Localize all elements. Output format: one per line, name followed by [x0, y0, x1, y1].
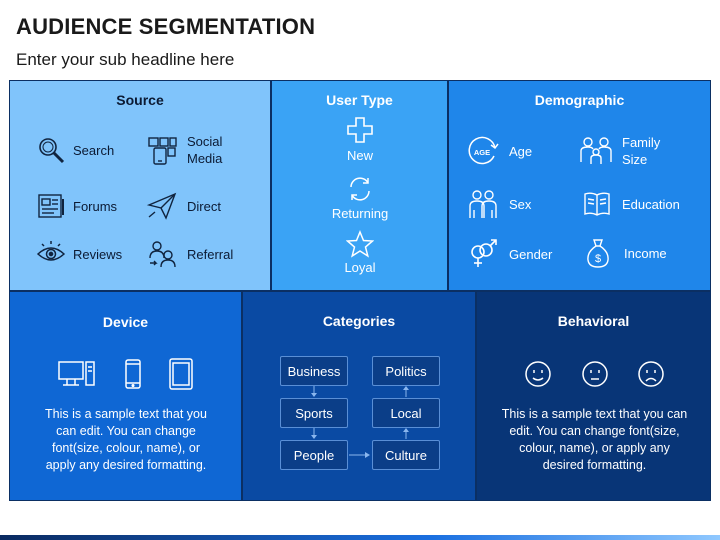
source-label-direct: Direct	[187, 198, 221, 214]
search-icon	[39, 138, 65, 164]
behavioral-title: Behavioral	[557, 313, 630, 329]
couple-icon	[469, 190, 497, 218]
demographic-item-sex: Sex	[467, 188, 531, 220]
star-icon	[346, 230, 374, 258]
user-type-label-new: New	[346, 148, 373, 163]
age-icon: AGE	[468, 136, 499, 165]
user-type-label-loyal: Loyal	[344, 260, 376, 275]
neutral-face-icon	[582, 361, 608, 387]
category-box-local: Local	[372, 398, 440, 428]
demographic-label-age: Age	[509, 143, 533, 159]
demographic-title: Demographic	[534, 92, 625, 108]
eye-icon	[36, 241, 66, 261]
source-label-social-media: Social Media	[187, 134, 223, 166]
user-type-label-returning: Returning	[331, 206, 389, 221]
referral-people-icon	[149, 241, 176, 268]
paper-plane-icon	[146, 192, 177, 220]
source-label-referral: Referral	[187, 246, 234, 262]
source-item-social-media: Social Media	[146, 133, 222, 167]
source-item-direct: Direct	[146, 191, 221, 221]
source-panel: Source Search Social Media Forums Direct	[9, 80, 271, 291]
category-box-culture: Culture	[372, 440, 440, 470]
demographic-item-family-size: Family Size	[579, 134, 660, 168]
demographic-label-education: Education	[622, 196, 680, 212]
category-flow-arrows	[311, 386, 409, 458]
category-box-sports: Sports	[280, 398, 348, 428]
categories-panel: Categories Business Politics Sports Loca…	[242, 291, 476, 501]
plus-icon	[347, 117, 373, 143]
demographic-item-income: $ Income	[585, 237, 667, 269]
source-title: Source	[116, 92, 164, 108]
source-label-forums: Forums	[73, 198, 118, 214]
demographic-label-gender: Gender	[509, 246, 553, 262]
category-box-business: Business	[280, 356, 348, 386]
svg-text:AGE: AGE	[474, 148, 490, 157]
tablet-icon	[169, 358, 193, 390]
source-item-forums: Forums	[36, 191, 117, 221]
source-item-referral: Referral	[146, 238, 233, 270]
page-title: AUDIENCE SEGMENTATION	[16, 14, 316, 39]
demographic-panel: Demographic AGE Age Family Size Sex Educ…	[448, 80, 711, 291]
family-icon	[580, 137, 612, 164]
device-description: This is a sample text that you can edit.…	[45, 407, 207, 472]
demographic-label-sex: Sex	[509, 196, 532, 212]
smartphone-icon	[125, 359, 141, 389]
device-title: Device	[102, 314, 149, 330]
happy-face-icon	[525, 361, 551, 387]
source-label-search: Search	[73, 142, 115, 158]
cycle-arrows-icon	[350, 177, 370, 201]
source-label-reviews: Reviews	[73, 246, 123, 262]
desktop-icon	[58, 361, 95, 386]
bottom-accent-bar	[0, 535, 720, 540]
gender-symbols-icon	[471, 239, 497, 267]
user-type-panel: User Type New Returning Loyal	[271, 80, 448, 291]
money-bag-icon: $	[587, 239, 609, 268]
source-item-reviews: Reviews	[36, 239, 122, 269]
social-media-icon	[148, 137, 177, 165]
user-type-title: User Type	[326, 92, 393, 108]
demographic-item-age: AGE Age	[467, 136, 532, 166]
page-subtitle: Enter your sub headline here	[16, 50, 235, 69]
category-box-politics: Politics	[372, 356, 440, 386]
demographic-label-income: Income	[624, 245, 667, 261]
behavioral-panel: Behavioral This is a sample text that yo…	[476, 291, 711, 501]
forums-icon	[38, 194, 64, 218]
sad-face-icon	[638, 361, 664, 387]
categories-title: Categories	[322, 313, 396, 329]
behavioral-description: This is a sample text that you can edit.…	[501, 407, 688, 472]
device-panel: Device This is a sample text that you ca…	[9, 291, 242, 501]
demographic-item-education: Education	[583, 189, 680, 219]
demographic-label-family-size: Family Size	[622, 135, 661, 167]
source-item-search: Search	[36, 135, 114, 165]
category-box-people: People	[280, 440, 348, 470]
demographic-item-gender: Gender	[467, 238, 552, 270]
svg-text:$: $	[595, 253, 601, 265]
book-icon	[584, 192, 610, 216]
